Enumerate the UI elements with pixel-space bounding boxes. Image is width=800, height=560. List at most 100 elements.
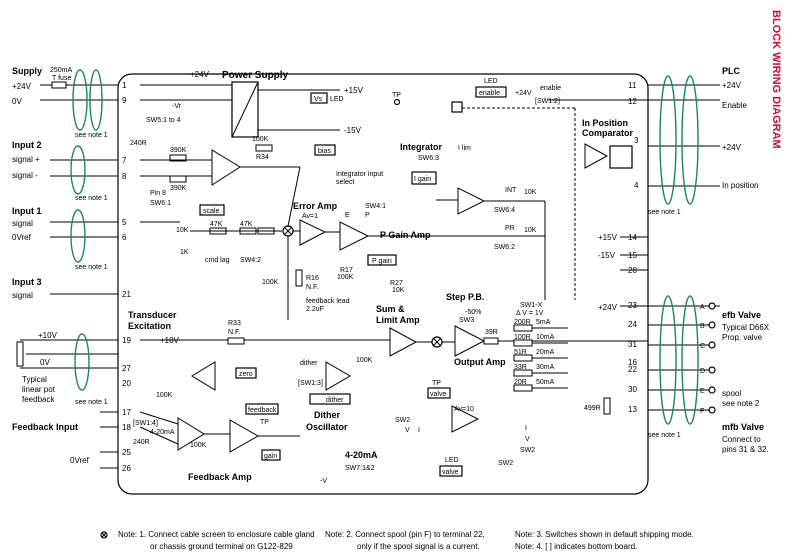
- r47k-b-label: 47K: [240, 221, 253, 228]
- fb-input-amp: [177, 417, 205, 451]
- led-label-top: LED: [484, 78, 498, 85]
- supply-cable: [72, 69, 88, 131]
- r100k-d: 100K: [262, 279, 279, 286]
- diagram-title: BLOCK WIRING DIAGRAM: [770, 10, 782, 149]
- see-note-1-a: see note 1: [75, 132, 108, 139]
- valve-box-top: [427, 387, 451, 399]
- step-pb-label: Step P.B.: [446, 292, 484, 302]
- pot-10v: +10V: [38, 331, 58, 340]
- av10-label: Av=10: [454, 406, 474, 413]
- integrator-select-1: Integrator input: [336, 171, 383, 178]
- r10k-a: 10K: [176, 227, 189, 234]
- feedback-box-label: feedback: [248, 407, 277, 414]
- r33-nf: N.F.: [228, 329, 241, 336]
- terminal-9: 9: [122, 96, 127, 105]
- terminal-17: 17: [122, 408, 131, 417]
- pot-0v: 0V: [40, 358, 50, 367]
- integrator-amp: [457, 187, 486, 215]
- terminal-5: 5: [122, 218, 127, 227]
- see-note-1-f: see note 1: [648, 432, 681, 439]
- note-2-b: only if the spool signal is a current.: [357, 542, 480, 551]
- i-label: I: [418, 427, 420, 434]
- pot-label-1: Typical: [22, 375, 47, 384]
- terminal-1: 1: [122, 81, 127, 90]
- r240-b: 240R: [133, 439, 150, 446]
- ma-sw-label: SW7:1&2: [345, 465, 375, 472]
- sum-limit-2: Limit Amp: [376, 315, 420, 325]
- transducer-10v: +10V: [160, 336, 180, 345]
- sw5-label: SW5:1 to 4: [146, 117, 181, 124]
- sw63-label: SW6:3: [418, 155, 439, 162]
- sw13-label: [SW1:3]: [298, 380, 323, 387]
- valve-pin-f: F: [700, 408, 704, 415]
- mfb-connect: Connect to: [722, 435, 761, 444]
- terminal-21: 21: [122, 290, 131, 299]
- supply-cable-2: [89, 69, 103, 131]
- r34-label: R34: [256, 154, 269, 161]
- sw3-label: SW3: [459, 317, 474, 324]
- r100k-a: 100K: [252, 136, 269, 143]
- screen-symbol-note: [100, 531, 108, 539]
- mfb-heading: mfb Valve: [722, 422, 764, 432]
- i-gain-label: I gain: [414, 176, 431, 183]
- input2-r390k-top: [169, 154, 187, 162]
- pot-label-2: linear pot: [22, 385, 56, 394]
- note-3: Note: 3. Switches shown in default shipp…: [515, 530, 694, 539]
- sw12-label: [SW1:2]: [535, 98, 560, 105]
- scale-label: scale: [203, 208, 219, 215]
- transducer-1: Transducer: [128, 310, 177, 320]
- r390k-b: 390K: [170, 185, 187, 192]
- feedback-input-0vref: 0Vref: [70, 456, 90, 465]
- rail-15v: +15V: [598, 233, 618, 242]
- efb-cable: [659, 295, 677, 425]
- feedback-box: [245, 403, 279, 415]
- dither-box-label: dither: [326, 397, 344, 404]
- ladder-ohm-label: 100R: [514, 334, 531, 341]
- terminal-3: 3: [634, 136, 639, 145]
- minus50-label: -50%: [465, 309, 481, 316]
- feedback-amp-label: Feedback Amp: [188, 472, 252, 482]
- pot-label-3: feedback: [22, 395, 55, 404]
- sw1dv-label: Δ V = 1V: [516, 310, 544, 317]
- r10k-pr: 10K: [524, 227, 537, 234]
- valve-pin-d: D: [700, 368, 705, 375]
- r47k-a-label: 47K: [210, 221, 223, 228]
- plc-cable-2: [681, 75, 699, 205]
- terminal-18: 18: [122, 423, 131, 432]
- r499: [603, 397, 611, 415]
- note-1-a: Note: 1. Connect cable screen to enclosu…: [118, 530, 315, 539]
- enable-label: enable: [540, 85, 561, 92]
- terminal-24: 24: [628, 320, 637, 329]
- see-note-1-e: see note 1: [648, 209, 681, 216]
- terminal-12: 12: [628, 97, 637, 106]
- sw61-label: SW6:1: [150, 200, 171, 207]
- input1-cable: [70, 209, 86, 263]
- valve-box-top-label: valve: [430, 391, 446, 398]
- v-label-2: V: [525, 436, 530, 443]
- output-amp: [454, 325, 486, 357]
- dither-box: [309, 393, 351, 405]
- ps-m15v: -15V: [344, 126, 362, 135]
- ma-label: 4-20mA: [345, 450, 378, 460]
- ladder-ohm-label: 51R: [514, 349, 527, 356]
- efb-cable-2: [681, 295, 699, 425]
- i-label-2: I: [525, 425, 527, 432]
- efb-typical: Typical D66X: [722, 323, 770, 332]
- supply-label-0v: 0V: [12, 97, 22, 106]
- p-gain-label: P gain: [372, 258, 392, 265]
- valve-amp: [451, 405, 480, 433]
- i-gain-box: [411, 171, 437, 185]
- rail-24v: +24V: [598, 303, 618, 312]
- terminal-16: 16: [628, 358, 637, 367]
- see-note-1-b: see note 1: [75, 195, 108, 202]
- valve-pin-b: B: [700, 323, 705, 330]
- supply-label-24v: +24V: [12, 82, 32, 91]
- power-supply-label: Power Supply: [222, 70, 289, 81]
- r10k-int: 10K: [524, 189, 537, 196]
- input2-signal-plus: signal +: [12, 155, 40, 164]
- valve-pin-e: E: [700, 388, 705, 395]
- r390k-a: 390K: [170, 147, 187, 154]
- rail-m15v: -15V: [598, 251, 616, 260]
- r499-label: 499R: [584, 405, 601, 412]
